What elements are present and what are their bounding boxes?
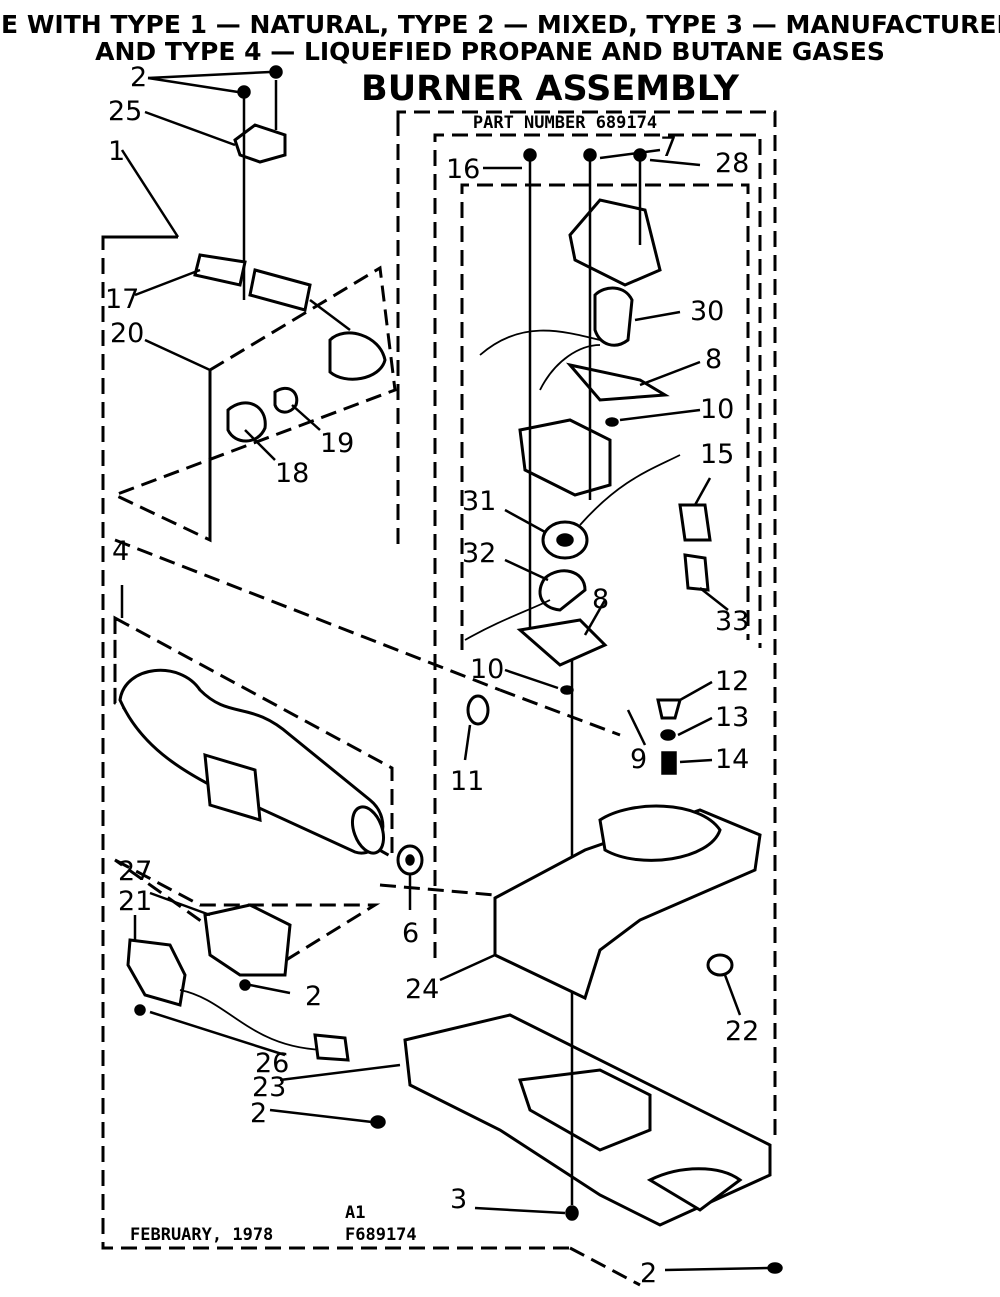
footer-date: FEBRUARY, 1978 (130, 1225, 273, 1245)
leader-lines (120, 70, 769, 1272)
callout-24: 24 (405, 974, 439, 1005)
callout-7: 7 (660, 132, 677, 163)
callout-2-bottom: 2 (640, 1258, 657, 1289)
callout-9: 9 (630, 744, 647, 775)
bottom-dashed-line (569, 1246, 641, 1287)
callout-6: 6 (402, 918, 419, 949)
base-plate-23 (370, 640, 783, 1274)
washer-6 (396, 844, 424, 876)
callout-8-top: 8 (705, 344, 722, 375)
callout-30: 30 (690, 296, 724, 327)
terminal-15 (678, 503, 712, 592)
ignitor-subassembly-box (111, 265, 397, 543)
callout-19: 19 (320, 428, 354, 459)
valve-body-24 (493, 804, 762, 1001)
callout-33: 33 (715, 606, 749, 637)
callout-1: 1 (108, 136, 125, 167)
callout-31: 31 (462, 486, 496, 517)
callout-10-top: 10 (700, 394, 734, 425)
callout-21: 21 (118, 886, 152, 917)
burner-tube-4 (118, 668, 386, 855)
header-line-2: AND TYPE 4 — LIQUEFIED PROPANE AND BUTAN… (95, 37, 885, 66)
callout-14: 14 (715, 744, 749, 775)
part-number: PART NUMBER 689174 (473, 113, 657, 133)
callout-26: 26 (255, 1048, 289, 1079)
callout-12: 12 (715, 666, 749, 697)
plate-32 (464, 569, 608, 695)
alignment-dashed-line (114, 538, 501, 692)
header-line-1: USE WITH TYPE 1 — NATURAL, TYPE 2 — MIXE… (0, 10, 1000, 39)
callout-2-bracket: 2 (305, 981, 322, 1012)
callout-11: 11 (450, 766, 484, 797)
footer-code: F689174 (345, 1225, 417, 1245)
solenoid-inner-box (460, 183, 750, 650)
ignitor-holder-17 (193, 253, 387, 381)
callout-15: 15 (700, 439, 734, 470)
callout-22: 22 (725, 1016, 759, 1047)
footer-revision: A1 (345, 1203, 365, 1223)
callout-18: 18 (275, 458, 309, 489)
callout-8-mid: 8 (592, 584, 609, 615)
callout-23: 23 (252, 1072, 286, 1103)
callout-4: 4 (112, 536, 129, 567)
callout-3: 3 (450, 1184, 467, 1215)
callout-25: 25 (108, 96, 142, 127)
callout-16: 16 (446, 154, 480, 185)
callout-10-mid: 10 (470, 654, 504, 685)
callout-28: 28 (715, 148, 749, 179)
diagram-title: BURNER ASSEMBLY (361, 69, 740, 109)
grommet-11 (466, 694, 490, 726)
callout-2-top: 2 (130, 62, 147, 93)
alignment-dashed-line-3 (379, 883, 496, 897)
valve-module-box (396, 110, 777, 1140)
solenoid-bracket (479, 148, 670, 640)
valve-parts-12-14 (656, 698, 682, 775)
coil-31 (541, 454, 681, 560)
alignment-dashed-line-2 (499, 688, 621, 737)
fitting-18 (226, 401, 267, 443)
callout-2-base: 2 (250, 1098, 267, 1129)
bracket-27 (126, 903, 350, 1062)
callout-17: 17 (105, 284, 139, 315)
callout-13: 13 (715, 702, 749, 733)
fitting-19 (273, 386, 299, 414)
solenoid-subassembly-box (433, 133, 762, 958)
callout-27: 27 (118, 856, 152, 887)
callout-32: 32 (462, 538, 496, 569)
callout-20: 20 (110, 318, 144, 349)
